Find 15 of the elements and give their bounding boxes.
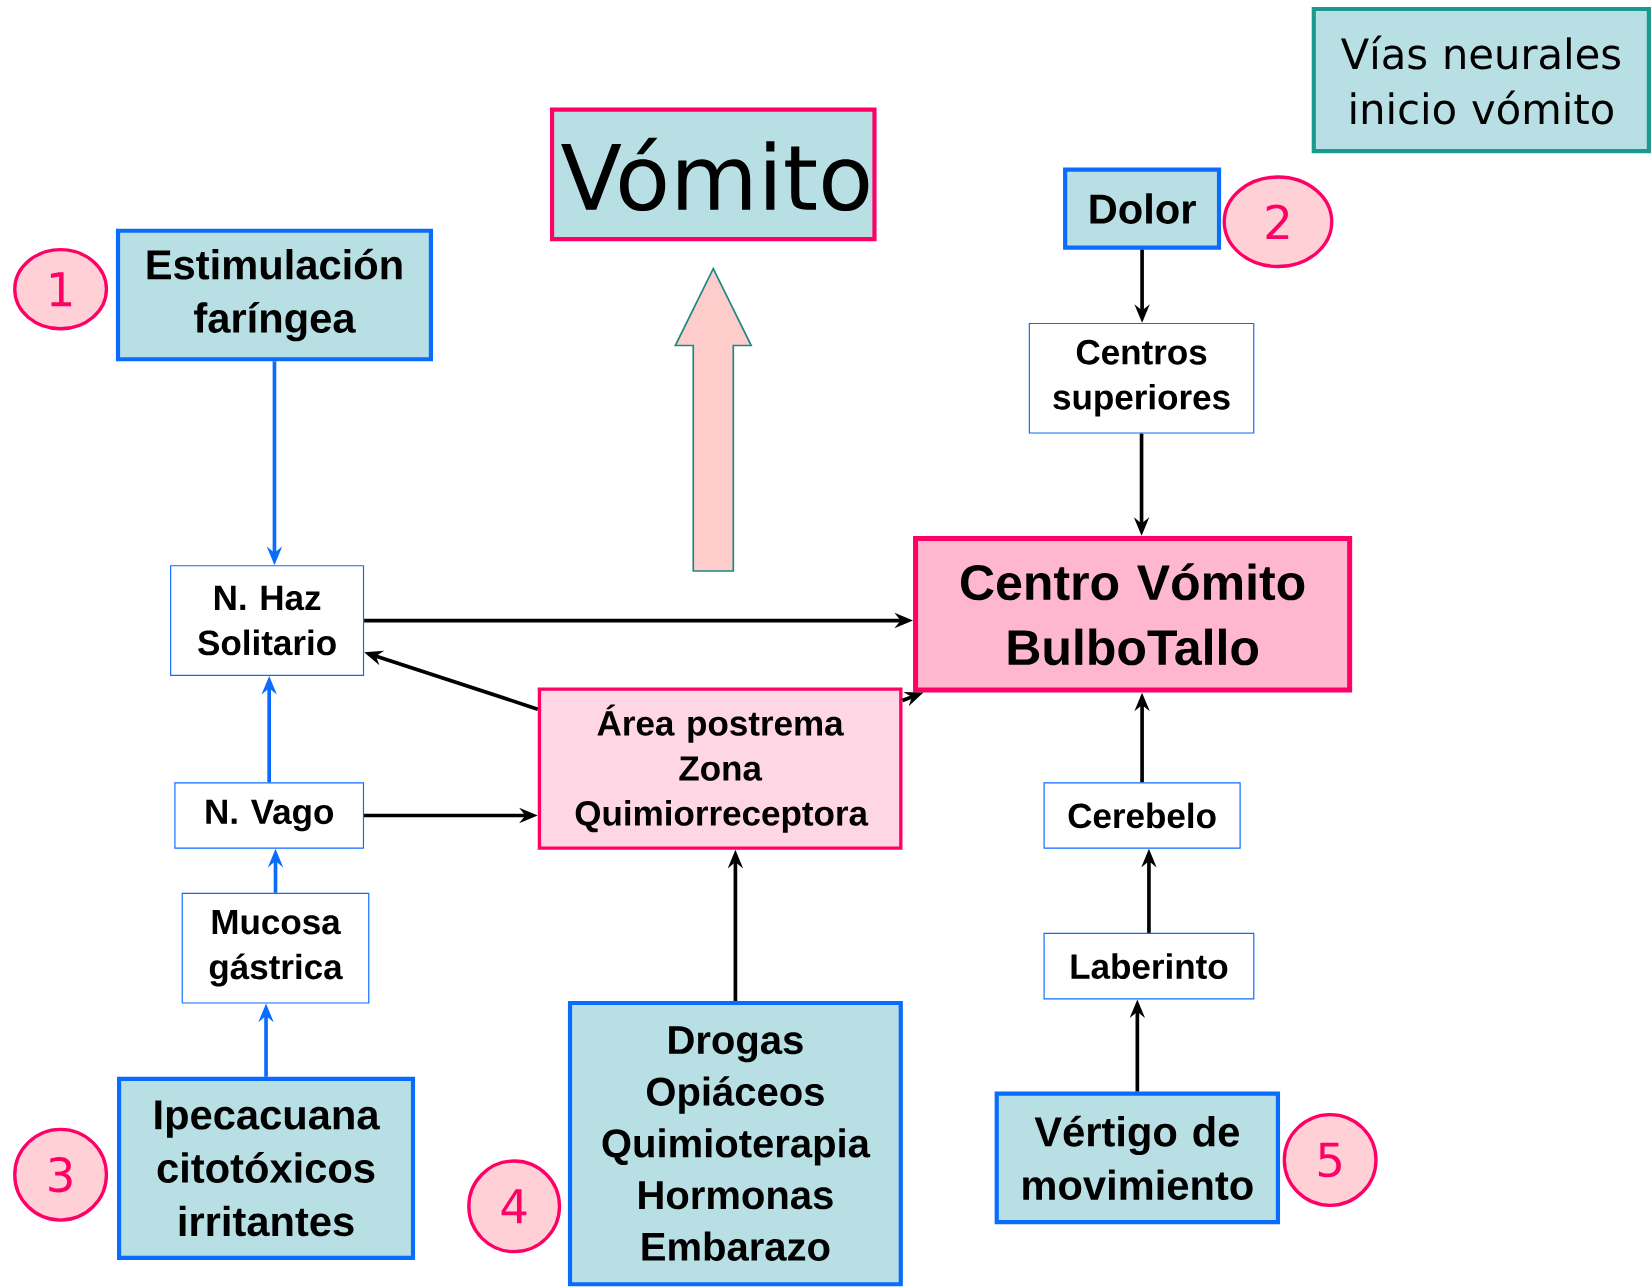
relay-box: N. Vago [174,782,365,849]
title-box: Vías neurales inicio vómito [1311,6,1651,154]
stimulus-box: Drogas Opiáceos Quimioterapia Hormonas Embarazo [567,1000,903,1287]
area-box: Área postrema Zona Quimiorreceptora [537,687,903,850]
relay-box: Cerebelo [1043,782,1241,849]
relay-box: Mucosa gástrica [181,892,370,1004]
stimulus-box: Estimulación faríngea [115,228,433,362]
center-box: Centro Vómito BulboTallo [913,535,1353,693]
stimulus-box: Vértigo de movimiento [994,1091,1281,1224]
relay-box: Laberinto [1043,932,1255,1000]
relay-box: N. Haz Solitario [170,565,365,676]
relay-box: Centros superiores [1028,322,1255,434]
stimulus-box: Ipecacuana citotóxicos irritantes [117,1076,416,1260]
stimulus-box: Dolor [1063,167,1222,250]
result-box: Vómito [550,107,877,241]
